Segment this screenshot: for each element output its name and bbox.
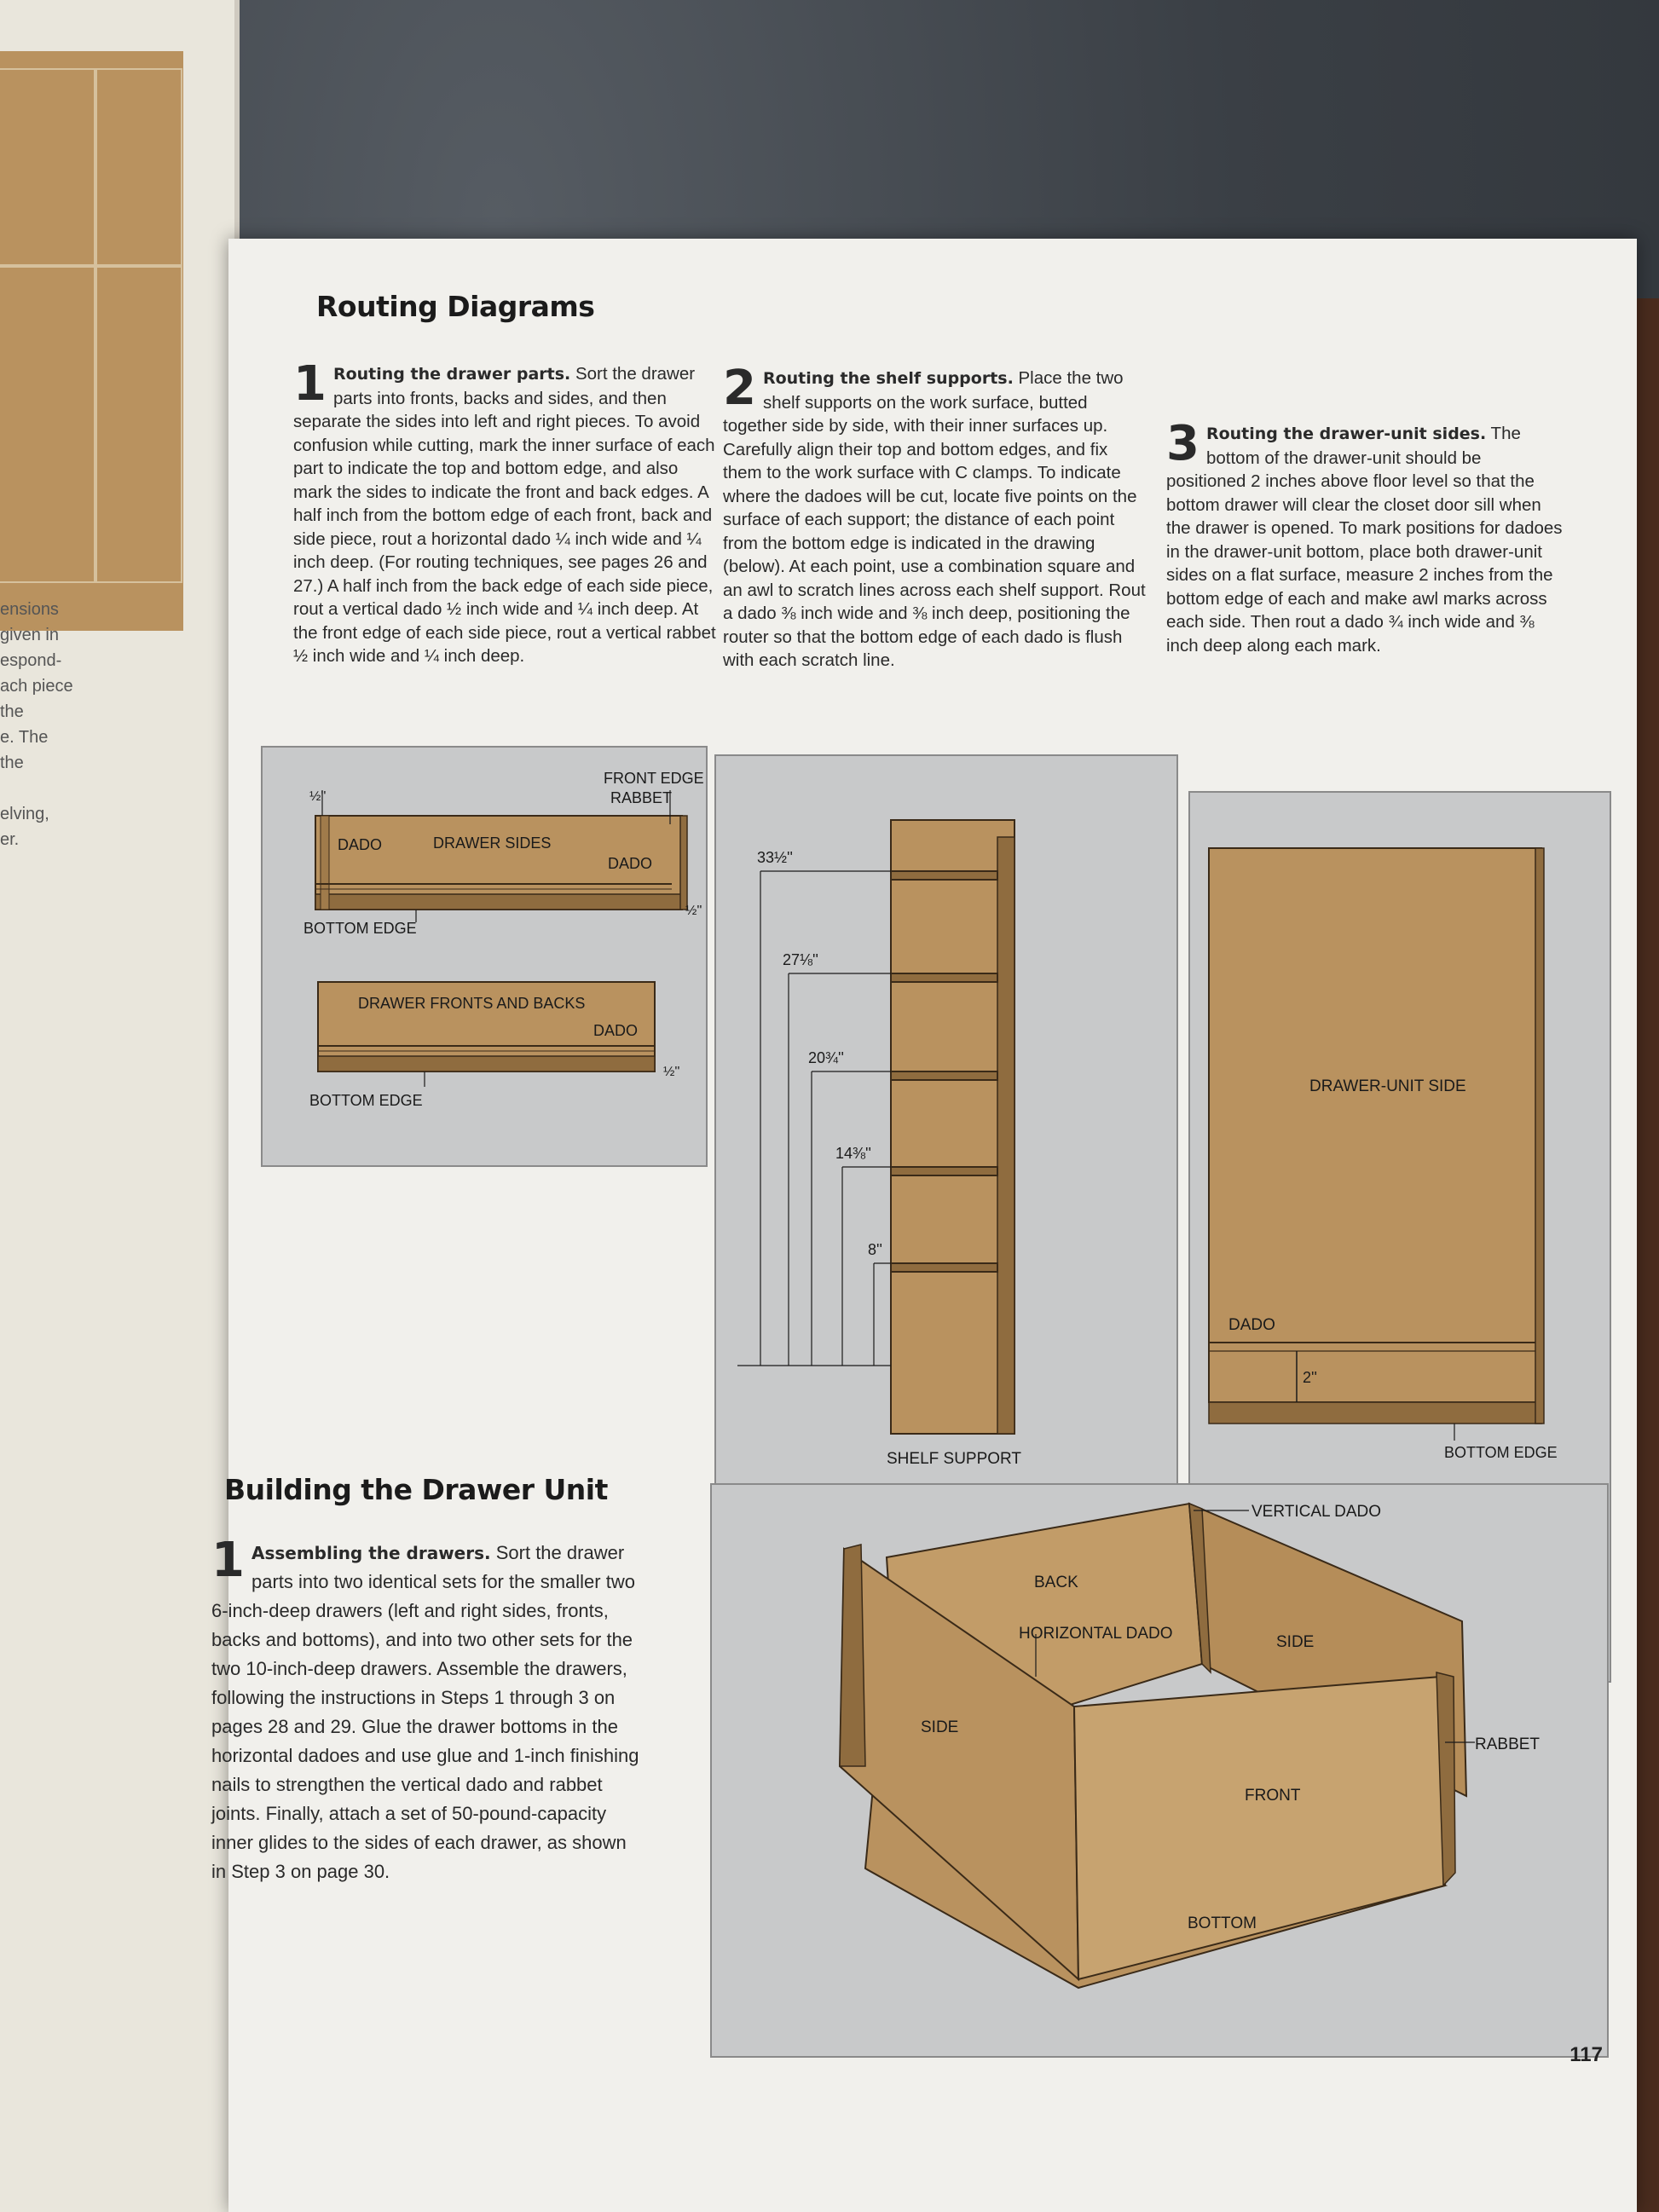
dado-label-2: DADO — [593, 1022, 638, 1039]
drawer-unit-side-drawing: DRAWER-UNIT SIDE DADO 2'' BOTTOM EDGE — [1208, 847, 1558, 1461]
bottom-edge-label: BOTTOM EDGE — [303, 920, 417, 937]
bottom-label: BOTTOM — [1188, 1915, 1257, 1932]
routing-heading: Routing Diagrams — [316, 290, 595, 323]
step-body: Sort the drawer parts into fronts, backs… — [293, 364, 716, 666]
left-page: ensions given in espond- ach piece the e… — [0, 0, 240, 2212]
front-label: FRONT — [1245, 1787, 1301, 1805]
shelf-support-drawing: 33½'' 27⅛'' 20¾'' 14⅜'' 8'' SHELF SUPPOR… — [737, 819, 1021, 1468]
left-text-fragment: the — [0, 702, 24, 721]
left-text-fragment: elving, — [0, 805, 49, 823]
measure-33-label: 33½'' — [757, 849, 793, 866]
left-text-fragment: espond- — [0, 651, 62, 670]
front-edge-label: FRONT EDGE — [604, 770, 704, 787]
half-inch-label: ½'' — [309, 789, 326, 804]
left-page-illustration — [0, 51, 183, 631]
step-number: 1 — [293, 356, 327, 412]
step-lead: Routing the shelf supports. — [762, 369, 1014, 388]
horizontal-dado-label: HORIZONTAL DADO — [1019, 1625, 1173, 1643]
routing-step-3: 3 Routing the drawer-unit sides. The bott… — [1166, 416, 1563, 657]
rabbet-label-4: RABBET — [1475, 1736, 1540, 1753]
left-text-fragment: ach piece — [0, 677, 73, 696]
drawer-fronts-label: DRAWER FRONTS AND BACKS — [358, 995, 585, 1012]
drawer-sides-label: DRAWER SIDES — [433, 835, 551, 852]
side-right-label: SIDE — [1276, 1633, 1314, 1651]
left-text-fragment: ensions — [0, 600, 59, 619]
left-text-fragment: e. The — [0, 728, 49, 747]
drawer-parts-drawing: FRONT EDGE RABBET ½'' DADO DRAWER SIDES … — [303, 770, 704, 1109]
step-body: The bottom of the drawer-unit should be … — [1166, 424, 1563, 656]
step-lead: Routing the drawer-unit sides. — [1205, 424, 1487, 443]
half-inch-right-label: ½'' — [685, 904, 702, 918]
page-number: 117 — [1569, 2043, 1603, 2066]
dado-label-3: DADO — [1228, 1316, 1275, 1334]
dado-right-label: DADO — [608, 855, 652, 872]
bottom-edge-label-3: BOTTOM EDGE — [1444, 1444, 1558, 1461]
routing-step-1: 1 Routing the drawer parts. Sort the draw… — [293, 356, 716, 668]
measure-20-label: 20¾'' — [808, 1049, 844, 1066]
building-heading: Building the Drawer Unit — [224, 1473, 608, 1506]
step-body: Sort the drawer parts into two identical… — [211, 1542, 639, 1882]
rabbet-label: RABBET — [610, 789, 672, 806]
left-text-fragment: er. — [0, 830, 20, 849]
bottom-edge-label-2: BOTTOM EDGE — [309, 1092, 423, 1109]
drawer-unit-side-label: DRAWER-UNIT SIDE — [1309, 1077, 1466, 1095]
step-lead: Assembling the drawers. — [251, 1543, 491, 1563]
routing-step-2: 2 Routing the shelf supports. Place the t… — [723, 361, 1149, 673]
left-text-fragment: the — [0, 754, 24, 772]
measure-14-label: 14⅜'' — [835, 1145, 871, 1162]
measure-27-label: 27⅛'' — [783, 951, 818, 968]
drawer-parts-diagram: FRONT EDGE RABBET ½'' DADO DRAWER SIDES … — [261, 746, 708, 1167]
book-page: Routing Diagrams 1 Routing the drawer par… — [211, 239, 1637, 2212]
step-number: 2 — [723, 361, 756, 416]
dado-left-label: DADO — [338, 836, 382, 853]
measure-8-label: 8'' — [868, 1241, 882, 1258]
back-label: BACK — [1034, 1574, 1078, 1591]
drawer-assembly-drawing: VERTICAL DADO BACK HORIZONTAL DADO SIDE … — [838, 1502, 1540, 1990]
two-inch-label: 2'' — [1303, 1369, 1317, 1386]
vertical-dado-label: VERTICAL DADO — [1251, 1503, 1381, 1521]
building-step-1: 1 Assembling the drawers. Sort the drawer… — [211, 1533, 642, 1886]
step-body: Place the two shelf supports on the work… — [723, 368, 1146, 670]
side-left-label: SIDE — [921, 1718, 958, 1736]
drawer-assembly-diagram: VERTICAL DADO BACK HORIZONTAL DADO SIDE … — [710, 1483, 1609, 2058]
left-text-fragment: given in — [0, 626, 59, 644]
step-number: 3 — [1166, 416, 1199, 471]
step-number: 1 — [211, 1533, 245, 1588]
shelf-support-label: SHELF SUPPORT — [887, 1450, 1021, 1468]
step-lead: Routing the drawer parts. — [332, 365, 571, 384]
half-inch-label-2: ½'' — [663, 1065, 679, 1079]
